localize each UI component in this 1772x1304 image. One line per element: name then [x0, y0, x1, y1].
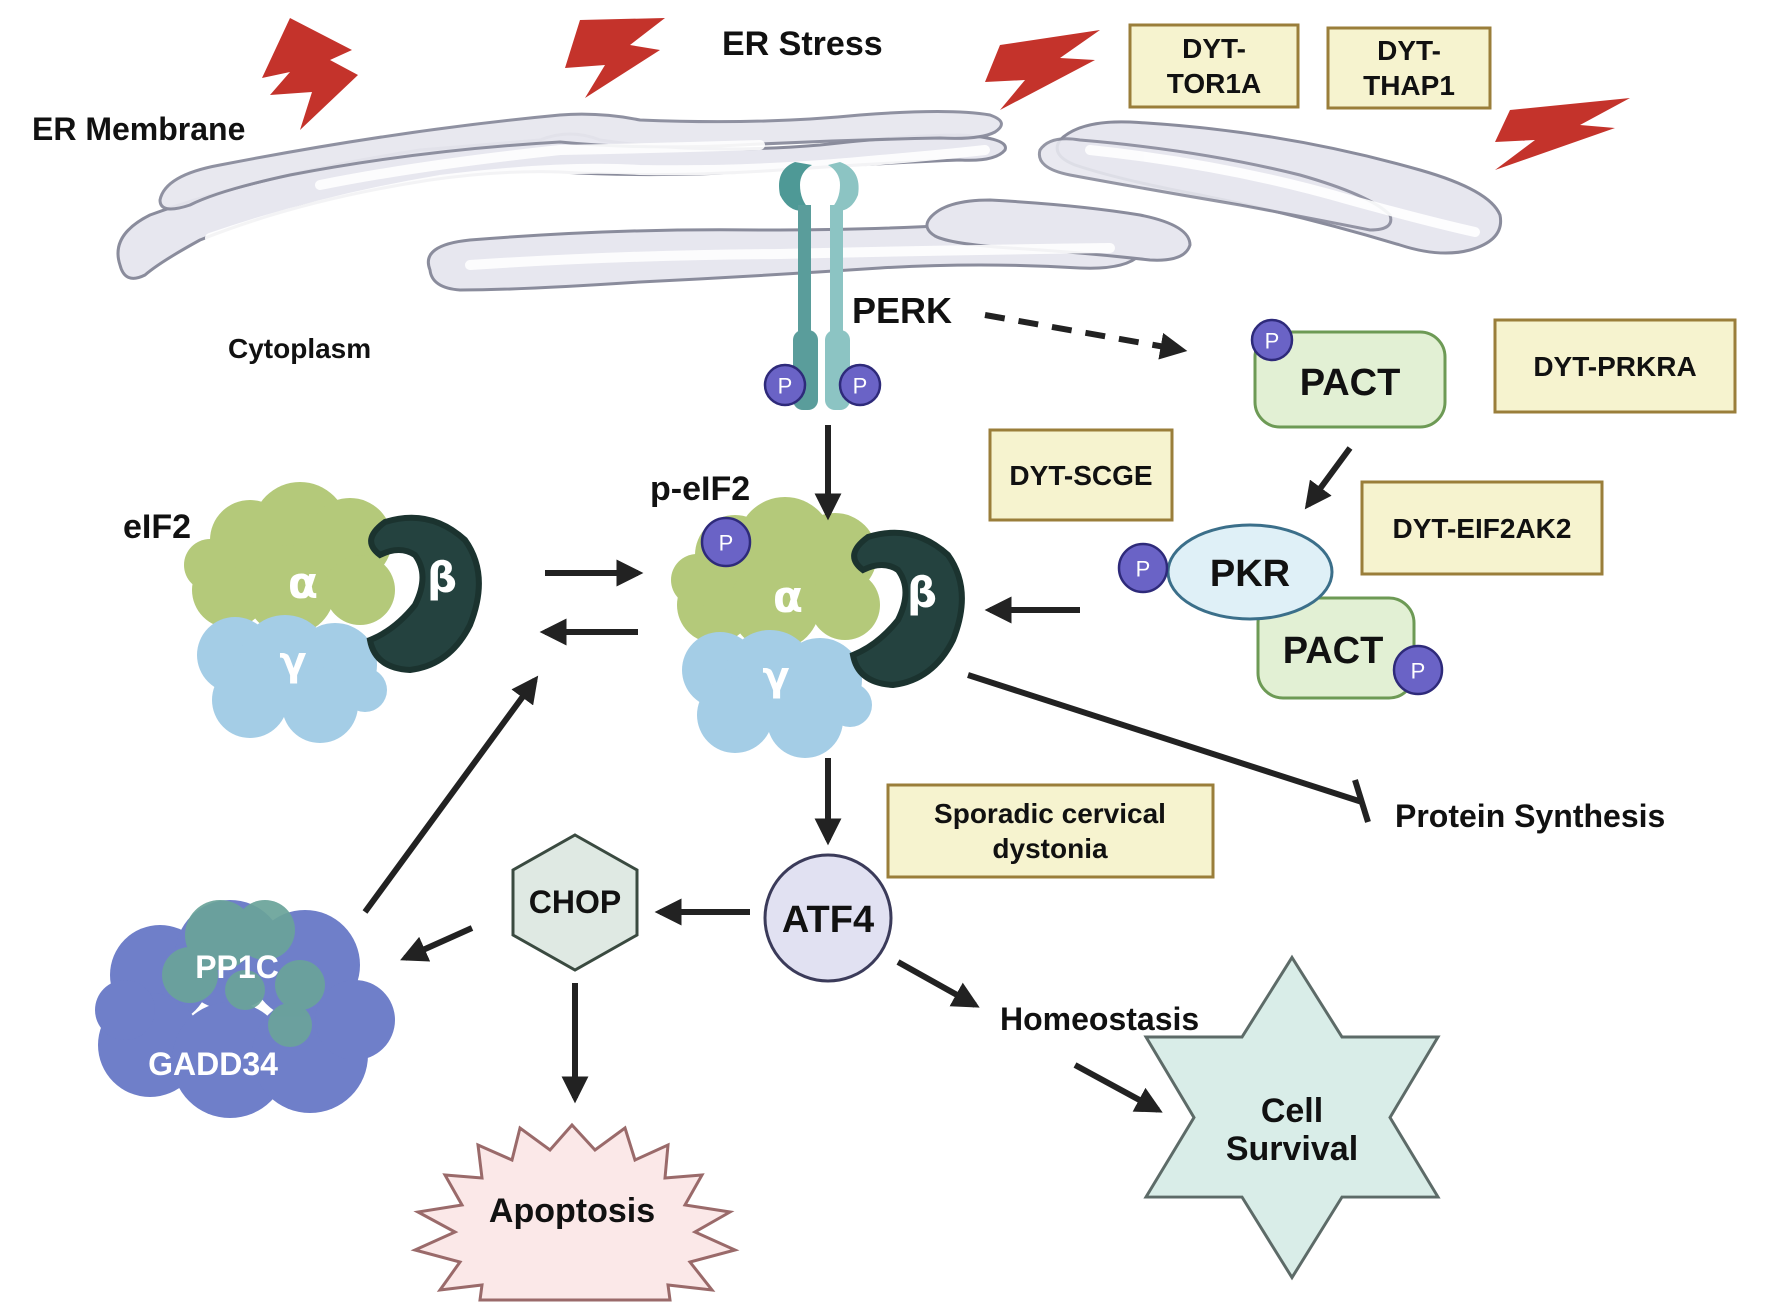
pkr-phospho: P: [1117, 542, 1169, 594]
sporadic-cervical-dystonia-box: Sporadic cervical dystonia: [886, 783, 1215, 879]
perk-phospho-left: P: [763, 363, 807, 407]
perk-label: PERK: [852, 290, 952, 331]
chop-node: CHOP: [511, 833, 639, 972]
svg-text:THAP1: THAP1: [1363, 70, 1455, 101]
lightning-icon: [1495, 98, 1630, 170]
homeostasis-label: Homeostasis: [1000, 1001, 1199, 1037]
p-eif2-beta-label: β: [907, 568, 937, 617]
svg-text:DYT-EIF2AK2: DYT-EIF2AK2: [1393, 513, 1572, 544]
svg-text:P: P: [1136, 557, 1151, 582]
pp1c-label: PP1C: [195, 949, 279, 985]
apoptosis-node: Apoptosis: [410, 1122, 740, 1302]
lightning-icon: [985, 30, 1100, 110]
svg-text:DYT-PRKRA: DYT-PRKRA: [1533, 351, 1696, 382]
pact-top: PACT: [1253, 330, 1447, 429]
perk-phospho-right: P: [838, 363, 882, 407]
eif2-complex: [184, 482, 482, 743]
pact-bottom: PACT: [1256, 596, 1416, 700]
inhibition-bar: [1352, 779, 1371, 823]
svg-text:Sporadic cervical: Sporadic cervical: [934, 798, 1166, 829]
svg-text:PACT: PACT: [1283, 630, 1384, 672]
homeostasis-to-survival-arrow: [1073, 1062, 1163, 1113]
dyt-tor1a-box: DYT- TOR1A: [1128, 23, 1300, 109]
p-eif2-label: p-eIF2: [650, 470, 750, 508]
svg-text:PACT: PACT: [1300, 362, 1401, 404]
lightning-icon: [565, 18, 665, 98]
svg-text:Apoptosis: Apoptosis: [489, 1192, 655, 1230]
svg-text:TOR1A: TOR1A: [1167, 68, 1261, 99]
dyt-scge-box: DYT-SCGE: [988, 428, 1174, 522]
pact-bottom-phospho: P: [1392, 644, 1444, 696]
svg-text:P: P: [1411, 659, 1426, 684]
svg-text:Cell: Cell: [1261, 1092, 1323, 1130]
p-eif2-gamma-label: γ: [762, 654, 789, 700]
pkr-node: PKR: [1166, 523, 1334, 621]
cell-survival-node: Cell Survival: [1143, 954, 1441, 1281]
dyt-thap1-box: DYT- THAP1: [1326, 26, 1492, 110]
svg-text:Survival: Survival: [1226, 1130, 1358, 1168]
svg-text:DYT-SCGE: DYT-SCGE: [1009, 460, 1152, 491]
svg-text:DYT-: DYT-: [1377, 35, 1441, 66]
atf4-to-homeostasis-arrow: [896, 959, 980, 1008]
chop-to-gadd34-arrow: [400, 925, 474, 962]
atf4-node: ATF4: [763, 853, 893, 983]
svg-text:P: P: [1265, 329, 1280, 354]
svg-text:DYT-: DYT-: [1182, 33, 1246, 64]
eif2-label: eIF2: [123, 508, 191, 546]
svg-text:P: P: [719, 531, 734, 556]
cytoplasm-label: Cytoplasm: [228, 333, 371, 364]
er-lumen-lines: [205, 140, 1480, 270]
p-eif2-inhibits-protein-synthesis: [967, 672, 1363, 805]
pact-top-phospho: P: [1250, 318, 1294, 362]
protein-synthesis-label: Protein Synthesis: [1395, 798, 1665, 834]
p-eif2-complex: [671, 497, 965, 758]
er-membrane-label: ER Membrane: [32, 111, 245, 147]
p-eif2-phospho: P: [700, 516, 752, 568]
svg-text:ATF4: ATF4: [782, 899, 874, 941]
lightning-icons: [262, 18, 1630, 170]
gadd34-to-eif2-arrow: [362, 675, 539, 914]
er-stress-label: ER Stress: [722, 25, 883, 63]
gadd34-label: GADD34: [148, 1046, 278, 1082]
svg-text:PKR: PKR: [1210, 553, 1290, 595]
eif2-alpha-label: α: [288, 558, 318, 609]
lightning-icon: [262, 18, 358, 130]
perk-to-pact-arrow: [984, 312, 1188, 360]
eif2-gamma-label: γ: [279, 639, 306, 685]
gadd34-pp1c-complex: [95, 900, 395, 1118]
svg-text:P: P: [778, 374, 793, 399]
dyt-eif2ak2-box: DYT-EIF2AK2: [1360, 480, 1604, 576]
pact-to-pkr-arrow: [1304, 446, 1353, 510]
eif2-beta-label: β: [427, 553, 457, 602]
svg-text:P: P: [853, 374, 868, 399]
dyt-prkra-box: DYT-PRKRA: [1493, 318, 1737, 414]
svg-text:dystonia: dystonia: [992, 833, 1108, 864]
svg-text:CHOP: CHOP: [529, 884, 621, 920]
p-eif2-alpha-label: α: [773, 572, 803, 623]
